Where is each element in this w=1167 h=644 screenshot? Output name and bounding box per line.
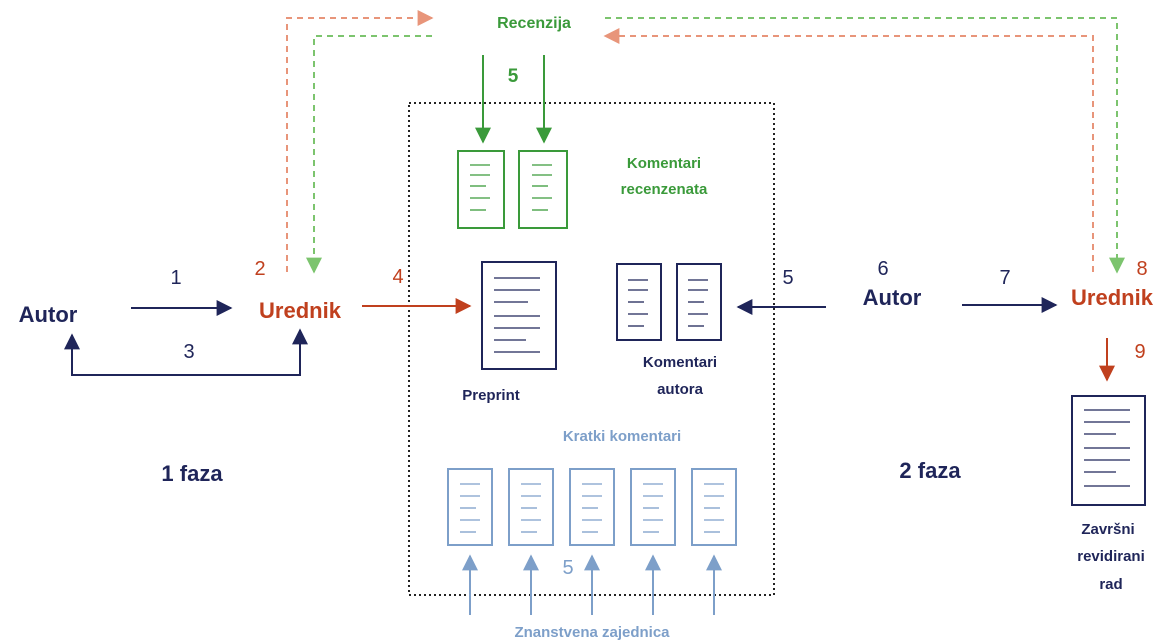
document-icon: [447, 468, 493, 546]
phase1-step2: 2: [254, 258, 265, 280]
document-icon: [676, 263, 722, 341]
phase2-author: Autor: [863, 285, 922, 310]
short-comments-label: Kratki komentari: [563, 428, 681, 445]
document-icon: [508, 468, 554, 546]
document-icon: [630, 468, 676, 546]
document-icon: [691, 468, 737, 546]
final-paper-document: [1071, 395, 1146, 506]
phase1-label: 1 faza: [161, 461, 223, 486]
review-loop-right: [603, 17, 1125, 274]
phase1-step1: 1: [170, 267, 181, 289]
phase2-label: 2 faza: [899, 458, 961, 483]
phase1-step3: 3: [183, 341, 194, 363]
author-comments-label-line1: Komentari: [643, 354, 717, 371]
community-arrows: [462, 554, 722, 615]
preprint-document: [481, 261, 557, 370]
phase2-editor: Urednik: [1071, 285, 1154, 310]
short-comment-docs: [447, 468, 737, 546]
phase1-step4: 4: [392, 266, 403, 288]
document-icon: [569, 468, 615, 546]
reviewer-comments-label-line2: recenzenata: [621, 181, 708, 198]
phase2-step6: 6: [877, 258, 888, 280]
final-paper-label-line3: rad: [1099, 576, 1122, 593]
document-icon: [518, 150, 568, 229]
phase2-step9: 9: [1134, 341, 1145, 363]
document-icon: [457, 150, 505, 229]
preprint-server-box: [408, 102, 775, 596]
preprint-label: Preprint: [462, 387, 520, 404]
document-icon: [616, 263, 662, 341]
document-icon: [1071, 395, 1146, 506]
community-step-number: 5: [562, 557, 573, 579]
phase1-editor: Urednik: [259, 298, 342, 323]
reviewer-comments-label-line1: Komentari: [627, 155, 701, 172]
reviewer-comment-docs: [457, 150, 568, 229]
final-paper-label-line2: revidirani: [1077, 548, 1145, 565]
community-label: Znanstvena zajednica: [514, 624, 670, 641]
author-comment-docs: [616, 263, 722, 341]
phase2-step7: 7: [999, 267, 1010, 289]
phase2-step5: 5: [782, 267, 793, 289]
arrow-editor-to-author: [64, 328, 308, 376]
final-paper-label-line1: Završni: [1081, 521, 1134, 538]
author-comments-label-line2: autora: [657, 381, 704, 398]
review-step-number: 5: [508, 66, 519, 87]
document-icon: [481, 261, 557, 370]
review-label: Recenzija: [497, 15, 571, 32]
phase1-author: Autor: [19, 302, 78, 327]
review-loop-left: [286, 10, 434, 274]
phase2-step8: 8: [1136, 258, 1147, 280]
